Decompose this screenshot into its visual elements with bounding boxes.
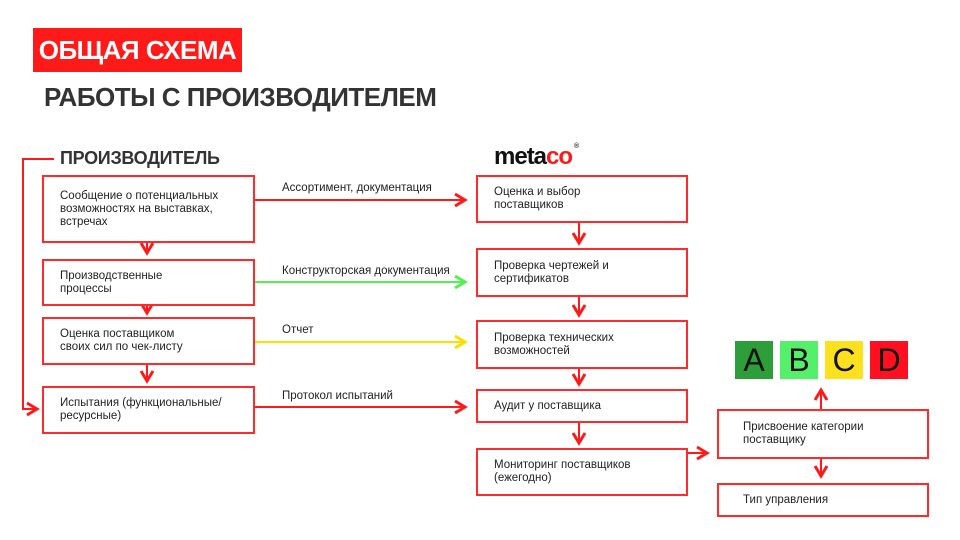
logo-text: meta — [494, 143, 547, 170]
metaco-step: Проверка чертежей и сертификатов — [476, 248, 688, 297]
metaco-logo: metaco® — [494, 143, 579, 171]
flow-label: Отчет — [282, 324, 314, 336]
page-subtitle: РАБОТЫ С ПРОИЗВОДИТЕЛЕМ — [44, 82, 437, 112]
logo-text: co — [546, 143, 573, 170]
category-c: C — [825, 341, 863, 379]
producer-step: Сообщение о потенциальных возможностях н… — [42, 175, 255, 243]
flow-label: Ассортимент, документация — [282, 182, 432, 194]
assign-category-box: Присвоение категории поставщику — [717, 409, 929, 459]
producer-step: Производственные процессы — [42, 259, 255, 306]
flow-label: Протокол испытаний — [282, 390, 393, 402]
feedback-bracket — [22, 158, 54, 417]
producer-heading: ПРОИЗВОДИТЕЛЬ — [60, 148, 220, 168]
metaco-step: Мониторинг поставщиков (ежегодно) — [476, 448, 688, 496]
category-d: D — [870, 341, 908, 379]
flow-label: Конструкторская документация — [282, 265, 450, 277]
management-type-box: Тип управления — [717, 483, 929, 517]
metaco-step: Проверка технических возможностей — [476, 320, 688, 369]
registered-mark: ® — [574, 143, 579, 150]
page-title: ОБЩАЯ СХЕМА — [33, 28, 242, 72]
producer-step: Оценка поставщиком своих сил по чек-лист… — [42, 317, 255, 365]
category-b: B — [780, 341, 818, 379]
category-a: A — [735, 341, 773, 379]
metaco-step: Аудит у поставщика — [476, 389, 688, 423]
metaco-step: Оценка и выбор поставщиков — [476, 175, 688, 223]
producer-step: Испытания (функциональные/ресурсные) — [42, 386, 255, 434]
